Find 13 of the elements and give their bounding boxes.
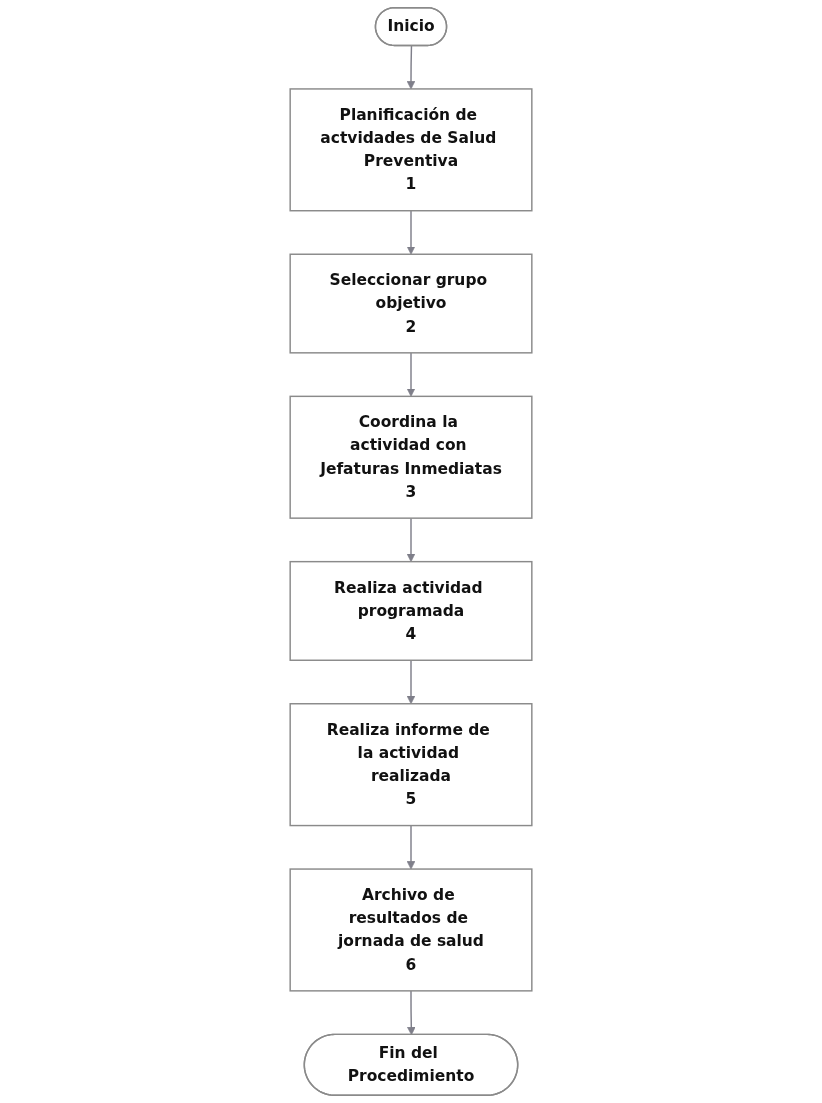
- node-box: Realiza informe de la actividad realizada 5: [289, 703, 533, 827]
- node-box: Archivo de resultados de jornada de salud 6: [289, 868, 533, 992]
- node-box: Planificación de actvidades de Salud Preventiva 1: [289, 88, 533, 212]
- arrow: [406, 517, 416, 563]
- arrow: [406, 659, 416, 705]
- node-box: Coordina la actividad con Jefaturas Inmediatas 3: [289, 395, 533, 519]
- arrow: [406, 352, 416, 397]
- node-box: Realiza actividad programada 4: [289, 560, 533, 661]
- arrow: [406, 824, 416, 870]
- arrow: [406, 45, 416, 90]
- arrow: [407, 990, 416, 1036]
- node-box: Seleccionar grupo objetivo 2: [289, 253, 533, 354]
- arrow: [406, 210, 416, 255]
